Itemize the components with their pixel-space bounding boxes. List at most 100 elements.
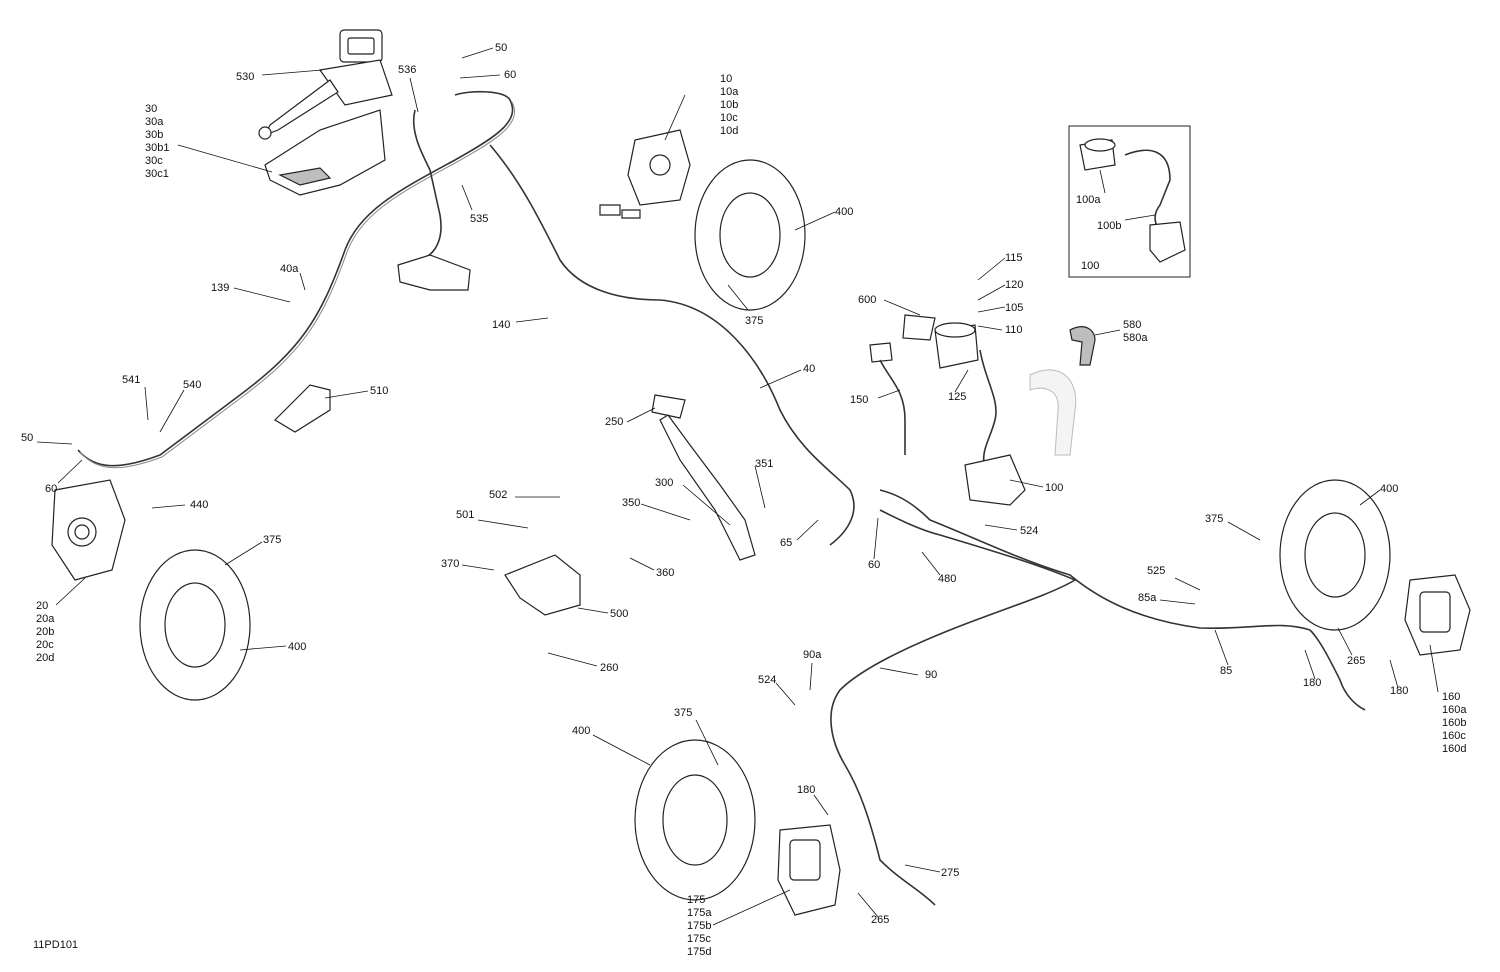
- leader-lines: [36, 47, 1439, 926]
- callout-line: 40a: [280, 263, 299, 275]
- callout-line: 530: [236, 71, 254, 83]
- callout-line: 536: [398, 64, 416, 76]
- callout-line: 30b: [145, 129, 163, 141]
- callout-60-left: 60: [45, 483, 57, 495]
- callout-535: 535: [470, 213, 488, 225]
- callout-line: 10b: [720, 99, 738, 111]
- callout-line: 50: [495, 42, 507, 54]
- callout-line: 60: [45, 483, 57, 495]
- master-cylinder-bracket: [264, 109, 386, 196]
- pedal-guard: [274, 384, 331, 433]
- callout-line: 160d: [1442, 743, 1466, 755]
- callout-line: 110: [1005, 324, 1023, 336]
- speed-sensor: [869, 342, 906, 455]
- callout-line: 40: [803, 363, 815, 375]
- callout-line: 510: [370, 385, 388, 397]
- callout-line: 400: [288, 641, 306, 653]
- callout-line: 175c: [687, 933, 711, 945]
- callout-line: 125: [948, 391, 966, 403]
- rear-reservoir: [934, 322, 979, 369]
- callout-line: 160b: [1442, 717, 1466, 729]
- callout-line: 175b: [687, 920, 711, 932]
- callout-line: 250: [605, 416, 623, 428]
- callout-line: 375: [263, 534, 281, 546]
- callout-line: 360: [656, 567, 674, 579]
- callout-line: 180: [1303, 677, 1321, 689]
- callout-line: 580: [1123, 319, 1141, 331]
- callout-60-mid: 60: [868, 559, 880, 571]
- callout-line: 265: [871, 914, 889, 926]
- callout-line: 150: [850, 394, 868, 406]
- brake-lines: [77, 90, 1366, 906]
- front-right-caliper: [599, 129, 691, 219]
- callout-line: 115: [1005, 252, 1023, 264]
- callout-line: 30c1: [145, 168, 169, 180]
- callout-100b: 100b: [1097, 220, 1121, 232]
- callout-line: 524: [758, 674, 776, 686]
- line-bracket: [397, 254, 471, 291]
- callout-360: 360: [656, 567, 674, 579]
- rear-right-brake-disc: [1279, 479, 1391, 631]
- callout-100-main: 100: [1045, 482, 1063, 494]
- callout-line: 370: [441, 558, 459, 570]
- callout-line: 300: [655, 477, 673, 489]
- callout-90: 90: [925, 669, 937, 681]
- brake-pedal: [651, 394, 756, 561]
- callout-line: 180: [1390, 685, 1408, 697]
- callout-line: 20b: [36, 626, 54, 638]
- callout-line: 85a: [1138, 592, 1157, 604]
- callout-375-fr: 375: [745, 315, 763, 327]
- front-right-brake-disc: [694, 159, 806, 311]
- callout-line: 139: [211, 282, 229, 294]
- callout-120: 120: [1005, 279, 1023, 291]
- callout-line: 375: [674, 707, 692, 719]
- callout-90a: 90a: [803, 649, 822, 661]
- callout-line: 500: [610, 608, 628, 620]
- callout-260: 260: [600, 662, 618, 674]
- callout-line: 10: [720, 73, 732, 85]
- callout-525: 525: [1147, 565, 1165, 577]
- callout-line: 90: [925, 669, 937, 681]
- front-left-caliper: [51, 479, 126, 581]
- callout-line: 180: [797, 784, 815, 796]
- callout-line: 502: [489, 489, 507, 501]
- callout-line: 20c: [36, 639, 54, 651]
- callout-180-rr1: 180: [1303, 677, 1321, 689]
- callout-400-fr: 400: [835, 206, 853, 218]
- callout-line: 20: [36, 600, 48, 612]
- callout-line: 10c: [720, 112, 738, 124]
- callout-line: 105: [1005, 302, 1023, 314]
- callout-line: 175: [687, 894, 705, 906]
- callout-line: 260: [600, 662, 618, 674]
- callout-300: 300: [655, 477, 673, 489]
- rear-right-caliper: [1404, 574, 1471, 656]
- callout-480: 480: [938, 573, 956, 585]
- callout-line: 175a: [687, 907, 712, 919]
- callout-40: 40: [803, 363, 815, 375]
- callout-line: 400: [572, 725, 590, 737]
- callout-370: 370: [441, 558, 459, 570]
- callout-line: 10d: [720, 125, 738, 137]
- callout-150: 150: [850, 394, 868, 406]
- callout-line: 350: [622, 497, 640, 509]
- callout-180-rr2: 180: [1390, 685, 1408, 697]
- callout-line: 480: [938, 573, 956, 585]
- callout-line: 580a: [1123, 332, 1148, 344]
- callout-line: 160a: [1442, 704, 1467, 716]
- callout-line: 30: [145, 103, 157, 115]
- callout-line: 501: [456, 509, 474, 521]
- callout-524-bot: 524: [758, 674, 776, 686]
- callout-line: 375: [1205, 513, 1223, 525]
- callout-line: 100a: [1076, 194, 1101, 206]
- reservoir-kit-inset: [1068, 125, 1191, 278]
- callout-275: 275: [941, 867, 959, 879]
- callout-line: 10a: [720, 86, 739, 98]
- callout-180-rl: 180: [797, 784, 815, 796]
- callout-line: 265: [1347, 655, 1365, 667]
- callout-105: 105: [1005, 302, 1023, 314]
- front-master-cylinder: [258, 29, 393, 140]
